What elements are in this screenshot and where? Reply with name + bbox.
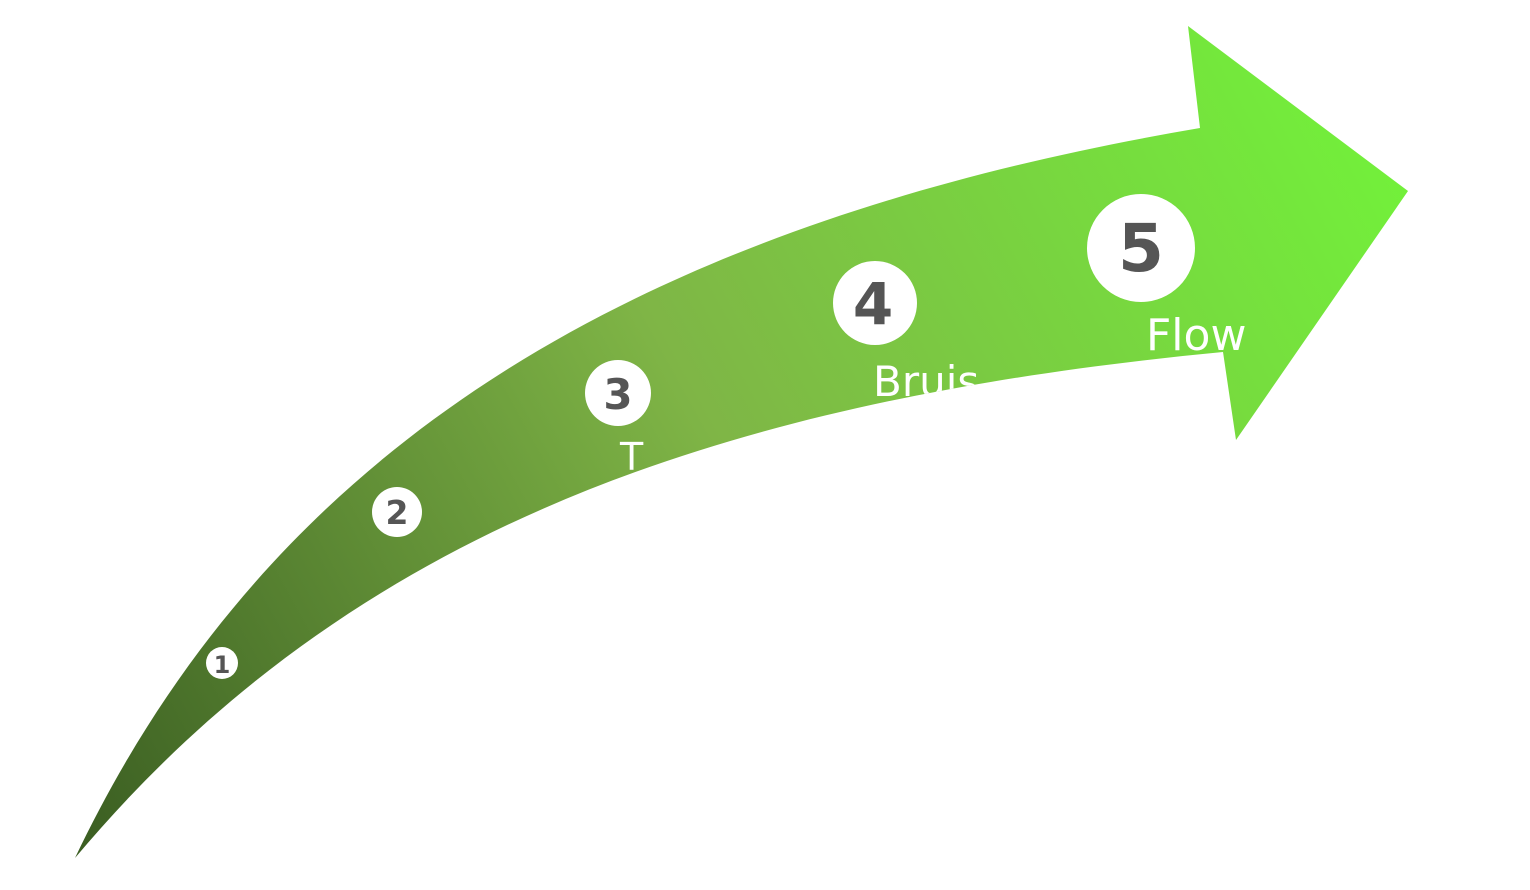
stage-3: 3 T <box>585 360 651 479</box>
stage-3-label: T <box>619 435 644 479</box>
stage-2-badge <box>372 487 422 537</box>
stage-1-badge <box>206 647 238 679</box>
stage-4-number: 4 <box>853 270 893 338</box>
stage-2-number: 2 <box>386 493 409 532</box>
stage-1-number: 1 <box>214 651 231 679</box>
stage-5-number: 5 <box>1118 210 1164 287</box>
stage-2: 2 <box>372 487 422 537</box>
growth-arrow-shape <box>75 26 1408 858</box>
stage-4-label: Bruis <box>873 357 979 406</box>
stage-1: 1 <box>206 647 238 679</box>
stage-4-badge <box>833 261 917 345</box>
stage-3-number: 3 <box>603 370 632 419</box>
stage-5: 5 Flow <box>1087 194 1246 361</box>
stage-5-badge <box>1087 194 1195 302</box>
stage-3-badge <box>585 360 651 426</box>
stage-5-label: Flow <box>1146 310 1246 361</box>
